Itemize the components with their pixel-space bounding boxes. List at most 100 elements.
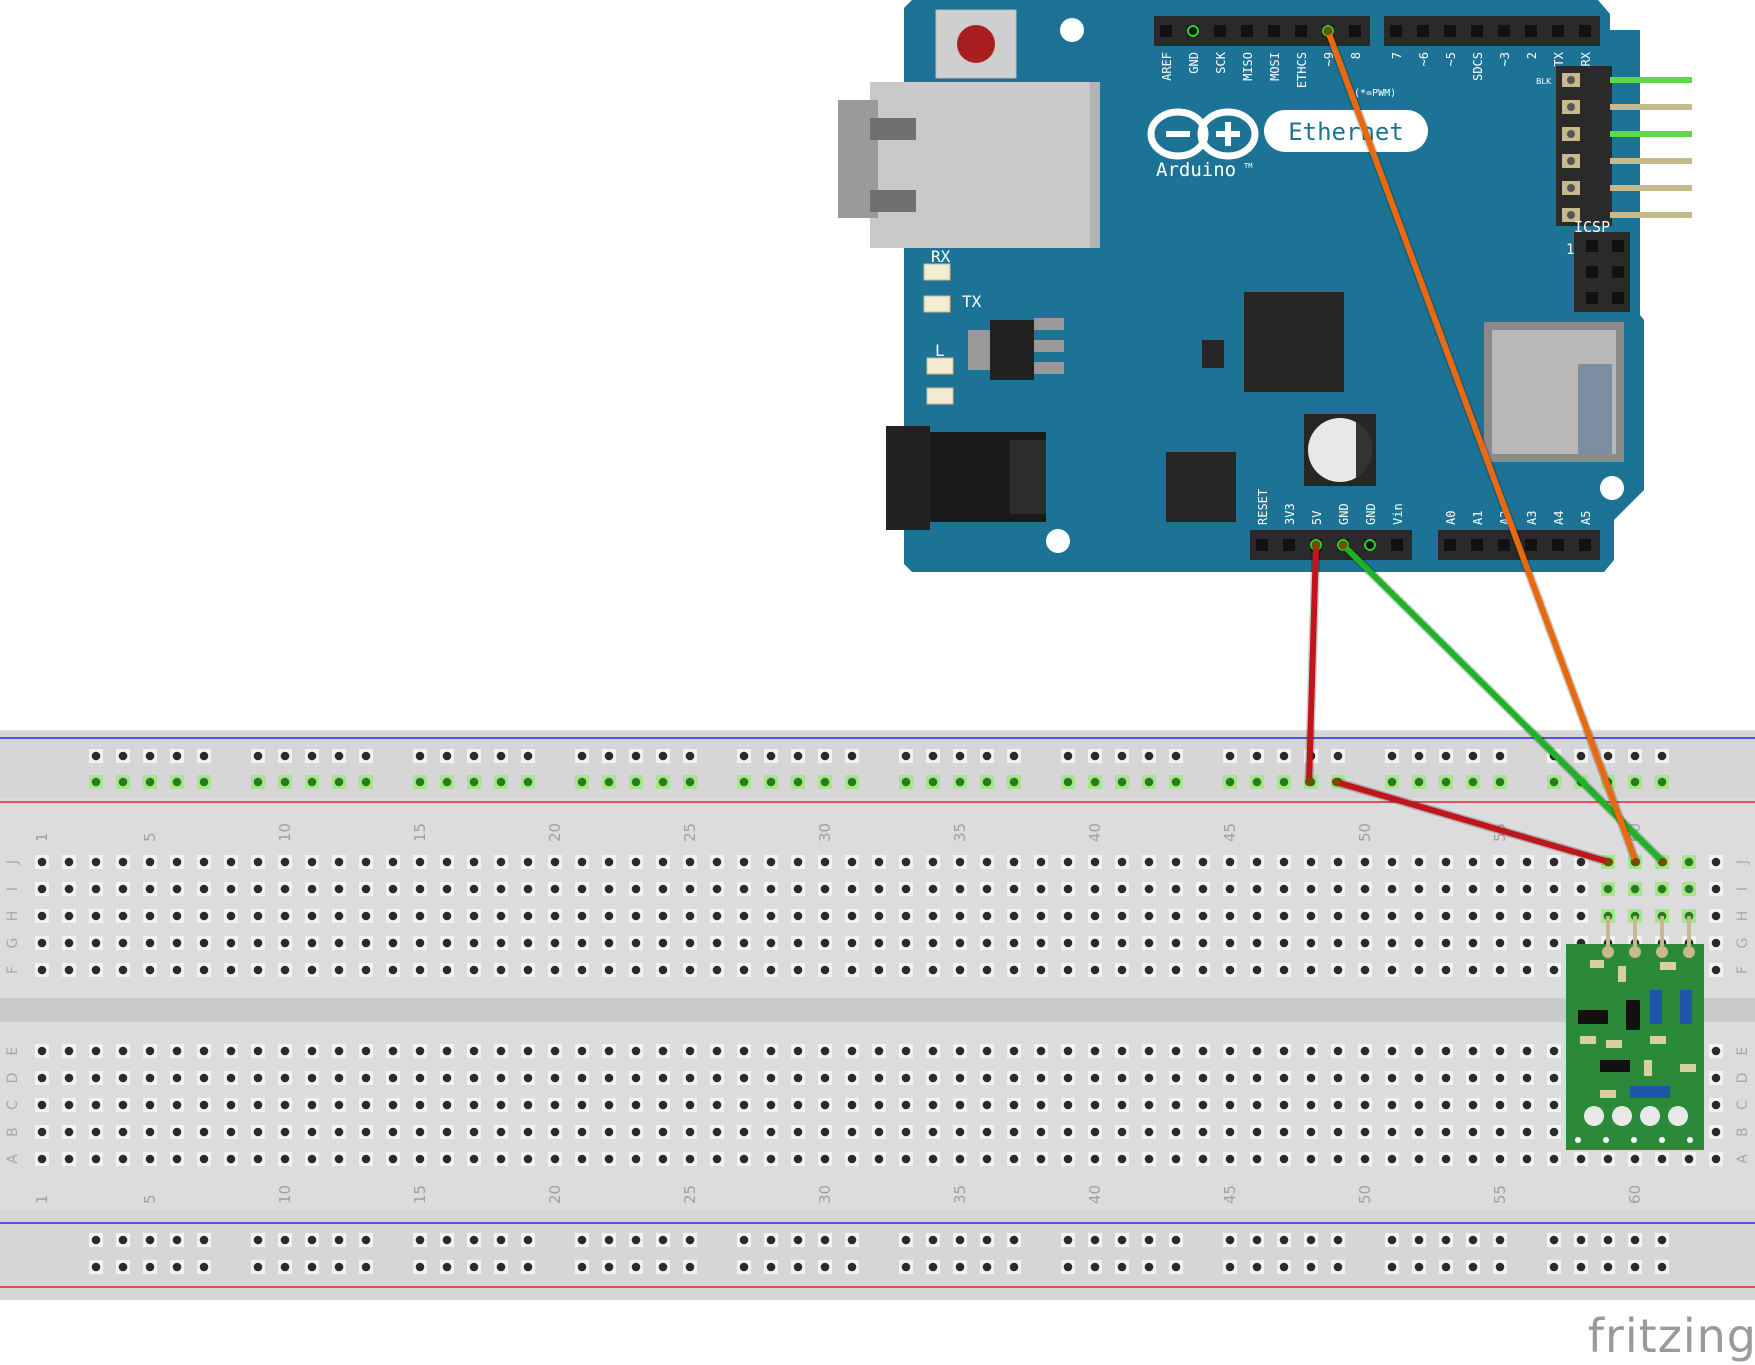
- breadboard-hole-center: [1144, 1100, 1154, 1110]
- breadboard-hole-center: [1117, 965, 1127, 975]
- breadboard-hole-center: [685, 965, 695, 975]
- breadboard-hole-center: [1171, 777, 1181, 787]
- breadboard-hole-center: [496, 965, 506, 975]
- breadboard-hole-center: [253, 1046, 263, 1056]
- breadboard-hole-center: [1117, 751, 1127, 761]
- breadboard-hole-center: [1414, 751, 1424, 761]
- breadboard-hole-center: [1171, 857, 1181, 867]
- breadboard-hole-center: [307, 911, 317, 921]
- sensor-module: [1566, 916, 1704, 1150]
- column-number-bottom: 45: [1221, 1185, 1239, 1204]
- breadboard-hole-center: [199, 857, 209, 867]
- breadboard-hole-center: [361, 965, 371, 975]
- gnd-wire[interactable]: [1340, 542, 1666, 865]
- breadboard-hole-center: [1279, 751, 1289, 761]
- module-component: [1644, 1060, 1652, 1076]
- breadboard-hole-center: [1117, 1073, 1127, 1083]
- breadboard-hole-center: [847, 857, 857, 867]
- breadboard-hole-center: [1468, 884, 1478, 894]
- breadboard-hole-center: [118, 1235, 128, 1245]
- module-component: [1580, 1036, 1596, 1044]
- breadboard-hole-center: [1414, 1100, 1424, 1110]
- breadboard-hole-center: [739, 938, 749, 948]
- breadboard-hole-center: [118, 911, 128, 921]
- tx-led-label: TX: [962, 292, 982, 311]
- breadboard-hole-center: [1468, 1127, 1478, 1137]
- breadboard-hole-center: [1495, 1127, 1505, 1137]
- breadboard-hole-center: [793, 1046, 803, 1056]
- breadboard-hole-center: [982, 938, 992, 948]
- breadboard-hole-center: [307, 884, 317, 894]
- 5v-wire[interactable]: [1306, 542, 1319, 785]
- breadboard-hole-center: [1603, 1262, 1613, 1272]
- breadboard-hole-center: [334, 1127, 344, 1137]
- breadboard-hole-center: [1576, 1235, 1586, 1245]
- breadboard-hole-center: [469, 911, 479, 921]
- breadboard-hole-center: [145, 857, 155, 867]
- row-letter: B: [1735, 1127, 1751, 1137]
- breadboard-hole-center: [1171, 1154, 1181, 1164]
- breadboard-hole-center: [280, 1127, 290, 1137]
- breadboard-hole-center: [37, 1127, 47, 1137]
- breadboard-hole-center: [928, 1235, 938, 1245]
- breadboard-hole-center: [766, 884, 776, 894]
- breadboard-hole-center: [145, 1073, 155, 1083]
- breadboard-hole-center: [91, 1100, 101, 1110]
- module-pad: [1612, 1106, 1632, 1126]
- breadboard-hole-center: [64, 884, 74, 894]
- breadboard-hole-center: [1036, 1154, 1046, 1164]
- header-lead: [1610, 104, 1692, 110]
- breadboard-hole-center: [1225, 911, 1235, 921]
- breadboard-hole-center: [145, 1262, 155, 1272]
- header-pin-hole: [1567, 157, 1575, 165]
- breadboard-hole-center: [1360, 1046, 1370, 1056]
- breadboard-hole-center: [1063, 1262, 1073, 1272]
- icsp-pin: [1586, 240, 1598, 252]
- breadboard-hole-center: [199, 1262, 209, 1272]
- breadboard-hole-center: [982, 1073, 992, 1083]
- breadboard-hole-center: [1495, 1100, 1505, 1110]
- header-pin-hole: [1567, 211, 1575, 219]
- breadboard-hole-center: [226, 1127, 236, 1137]
- column-number-bottom: 20: [546, 1185, 564, 1204]
- header-pin: [1283, 539, 1295, 551]
- breadboard-hole-center: [1144, 751, 1154, 761]
- breadboard-hole-center: [280, 1154, 290, 1164]
- breadboard-hole-center: [739, 884, 749, 894]
- pwm-note-label: (*=PWM): [1354, 88, 1396, 99]
- breadboard-hole-center: [1252, 777, 1262, 787]
- breadboard-hole-center: [334, 884, 344, 894]
- breadboard-hole-center: [1063, 751, 1073, 761]
- rail-wire[interactable]: [1333, 779, 1612, 865]
- breadboard-hole-center: [955, 884, 965, 894]
- breadboard-hole-center: [1144, 857, 1154, 867]
- breadboard-hole-center: [307, 965, 317, 975]
- header-pin-hole: [1567, 103, 1575, 111]
- breadboard-hole-center: [1522, 1100, 1532, 1110]
- breadboard-hole-center: [685, 1262, 695, 1272]
- breadboard-hole-center: [577, 1235, 587, 1245]
- header-pin-connected: [1187, 25, 1199, 37]
- row-letter: D: [1735, 1073, 1751, 1084]
- header-pin: [1525, 539, 1537, 551]
- breadboard-hole-center: [712, 1073, 722, 1083]
- row-letter: H: [1735, 911, 1751, 922]
- breadboard-hole-center: [1117, 1235, 1127, 1245]
- breadboard-hole-center: [1414, 938, 1424, 948]
- breadboard-hole-center: [1360, 911, 1370, 921]
- breadboard-hole-center: [1171, 1262, 1181, 1272]
- breadboard-hole-center: [1468, 777, 1478, 787]
- breadboard-hole-center: [577, 1100, 587, 1110]
- 5v-wire-end: [1305, 778, 1313, 786]
- breadboard-hole-center: [955, 938, 965, 948]
- signal-wire[interactable]: [1325, 28, 1639, 865]
- breadboard-hole-center: [172, 1046, 182, 1056]
- breadboard-hole-center: [253, 777, 263, 787]
- breadboard-hole-center: [388, 938, 398, 948]
- row-letter: F: [5, 966, 21, 974]
- breadboard-hole-center: [1549, 1154, 1559, 1164]
- breadboard-hole-center: [901, 751, 911, 761]
- breadboard-hole-center: [955, 911, 965, 921]
- breadboard-hole-center: [1657, 1154, 1667, 1164]
- breadboard-hole-center: [1441, 965, 1451, 975]
